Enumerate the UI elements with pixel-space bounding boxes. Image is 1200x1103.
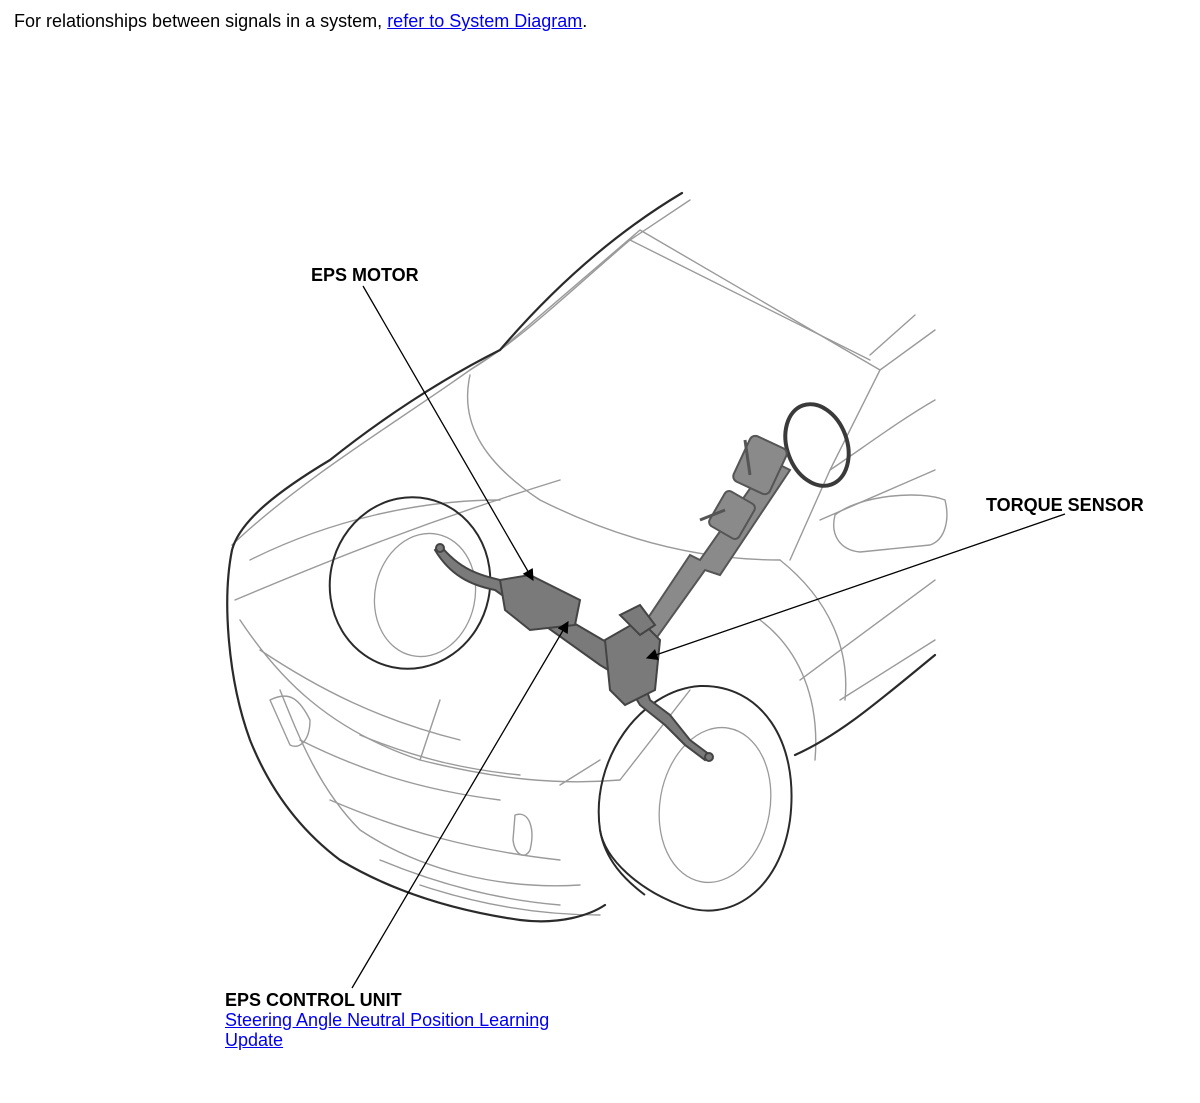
steering-angle-learning-link[interactable]: Steering Angle Neutral Position Learning…	[225, 1010, 605, 1050]
steering-angle-learning-link-line1[interactable]: Steering Angle Neutral Position Learning	[225, 1010, 550, 1030]
eps-control-unit-leader	[351, 620, 569, 989]
front-left-wheel-inner	[373, 532, 477, 658]
steering-rack	[433, 543, 714, 762]
front-right-wheel	[597, 684, 793, 912]
front-left-wheel	[328, 496, 492, 670]
eps-motor-leader	[362, 285, 534, 582]
torque-sensor-leader	[645, 513, 1066, 661]
torque-sensor-label: TORQUE SENSOR	[986, 495, 1144, 515]
steering-wheel	[783, 402, 851, 488]
eps-motor-label: EPS MOTOR	[311, 265, 419, 285]
front-right-wheel-inner	[658, 726, 772, 884]
intro-period: .	[582, 11, 588, 31]
eps-control-unit-links: Steering Angle Neutral Position Learning…	[225, 1010, 605, 1050]
steering-column	[638, 434, 792, 642]
vehicle-silhouette	[226, 191, 937, 923]
eps-control-unit-label: EPS CONTROL UNIT	[225, 990, 402, 1010]
leader-lines	[351, 285, 1066, 989]
steering-angle-learning-link-line2[interactable]: Update	[225, 1030, 284, 1050]
system-diagram-link[interactable]: refer to System Diagram	[387, 11, 583, 31]
intro-sentence: For relationships between signals in a s…	[14, 10, 587, 32]
vehicle-outline	[231, 199, 948, 916]
intro-text: For relationships between signals in a s…	[14, 11, 388, 31]
